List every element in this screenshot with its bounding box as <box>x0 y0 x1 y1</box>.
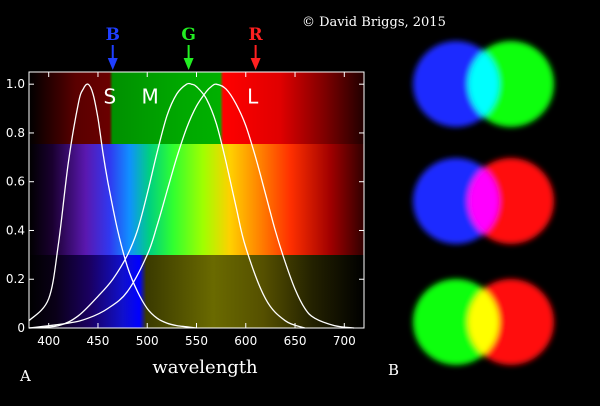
x-tick-label-500: 500 <box>136 334 159 348</box>
venn-pair-3 <box>413 279 554 365</box>
panel-b-label: B <box>388 361 399 379</box>
curve-label-s: S <box>103 85 116 109</box>
y-tick-label-3: 0.6 <box>6 175 25 189</box>
venn-overlap <box>468 41 499 127</box>
color-mixing-diagrams <box>413 41 554 365</box>
x-tick-label-550: 550 <box>185 334 208 348</box>
marker-label-g: G <box>181 25 196 45</box>
venn-pair-2 <box>413 158 554 244</box>
spectrum-band-top <box>29 72 364 144</box>
marker-label-r: R <box>249 25 264 45</box>
venn-overlap <box>468 158 499 244</box>
marker-label-b: B <box>106 25 120 45</box>
venn-pair-1 <box>413 41 554 127</box>
spectrum-background <box>29 72 364 328</box>
panel-a-label: A <box>19 367 31 385</box>
spectrum-band-bottom <box>29 255 364 328</box>
curve-label-m: M <box>142 85 159 109</box>
x-tick-label-450: 450 <box>87 334 110 348</box>
x-tick-label-700: 700 <box>333 334 356 348</box>
y-tick-label-4: 0.8 <box>6 126 25 140</box>
y-tick-label-2: 0.4 <box>6 223 25 237</box>
series-line-s-cone <box>28 83 197 329</box>
y-axis: 0 0.2 0.4 0.6 0.8 1.0 <box>6 77 364 335</box>
sensitivity-curves <box>28 82 355 329</box>
x-tick-label-400: 400 <box>37 334 60 348</box>
y-tick-label-5: 1.0 <box>6 77 25 91</box>
spectrum-band-middle <box>29 144 364 255</box>
curve-label-l: L <box>247 85 259 109</box>
series-line-l-cone <box>28 83 355 329</box>
series-line-m-cone <box>28 82 306 329</box>
venn-overlap <box>468 279 499 365</box>
marker-arrow-head-b <box>107 58 118 70</box>
copyright-notice: © David Briggs, 2015 <box>302 15 446 30</box>
marker-arrow-head-g <box>183 58 194 70</box>
marker-arrow-head-r <box>250 58 261 70</box>
y-tick-label-1: 0.2 <box>6 272 25 286</box>
x-axis-label: wavelength <box>152 357 258 378</box>
x-axis: 400 450 500 550 600 650 700 <box>37 72 356 348</box>
x-tick-label-600: 600 <box>234 334 257 348</box>
y-tick-label-0: 0 <box>17 321 25 335</box>
x-tick-label-650: 650 <box>284 334 307 348</box>
